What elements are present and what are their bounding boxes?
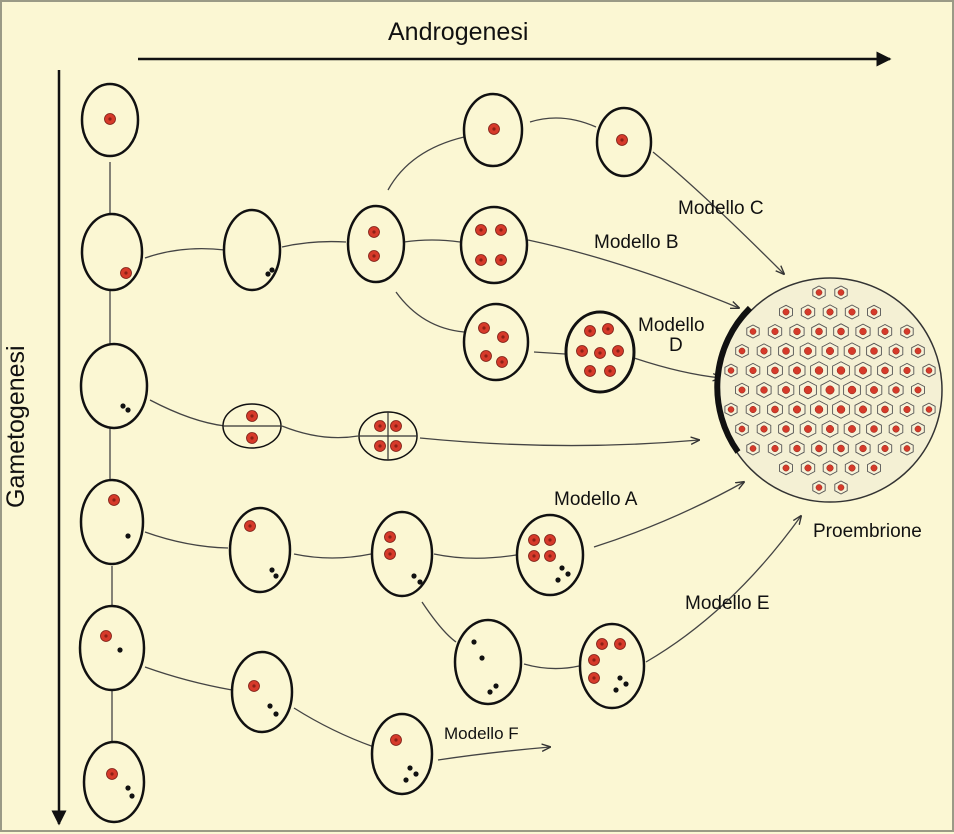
cell-6 — [597, 108, 651, 176]
cell-13 — [81, 480, 143, 564]
cell-12 — [359, 412, 417, 460]
cell-10 — [81, 344, 147, 428]
cell-7 — [461, 207, 527, 283]
cell-18 — [580, 624, 644, 708]
cell-8 — [464, 304, 528, 380]
cell-19 — [80, 606, 144, 690]
cell-group — [80, 84, 651, 822]
cell-22 — [84, 742, 144, 822]
cell-5 — [464, 94, 522, 166]
cell-4 — [348, 206, 404, 282]
modello-b-label: Modello B — [594, 233, 679, 252]
gametogenesi-title: Gametogenesi — [4, 345, 29, 508]
cell-20 — [232, 652, 292, 732]
connector-paths — [110, 118, 596, 747]
cell-16 — [517, 515, 583, 595]
modello-f-label: Modello F — [444, 725, 519, 742]
modello-a-label: Modello A — [554, 490, 637, 509]
proembrione-label: Proembrione — [813, 522, 922, 541]
cell-1 — [82, 84, 138, 156]
androgenesi-title: Androgenesi — [388, 20, 528, 45]
modello-e-label: Modello E — [685, 594, 770, 613]
cell-3 — [224, 210, 280, 290]
modello-d-label-line2: D — [669, 336, 683, 355]
cell-15 — [372, 512, 432, 596]
modello-d-label-line1: Modello — [638, 316, 705, 335]
cell-21 — [372, 714, 432, 794]
proembrione-sphere — [717, 278, 942, 502]
cell-2 — [82, 214, 142, 290]
modello-c-label: Modello C — [678, 199, 764, 218]
cell-14 — [230, 508, 290, 592]
cell-11 — [223, 404, 281, 448]
cell-17 — [455, 620, 521, 704]
cell-9 — [566, 312, 634, 392]
